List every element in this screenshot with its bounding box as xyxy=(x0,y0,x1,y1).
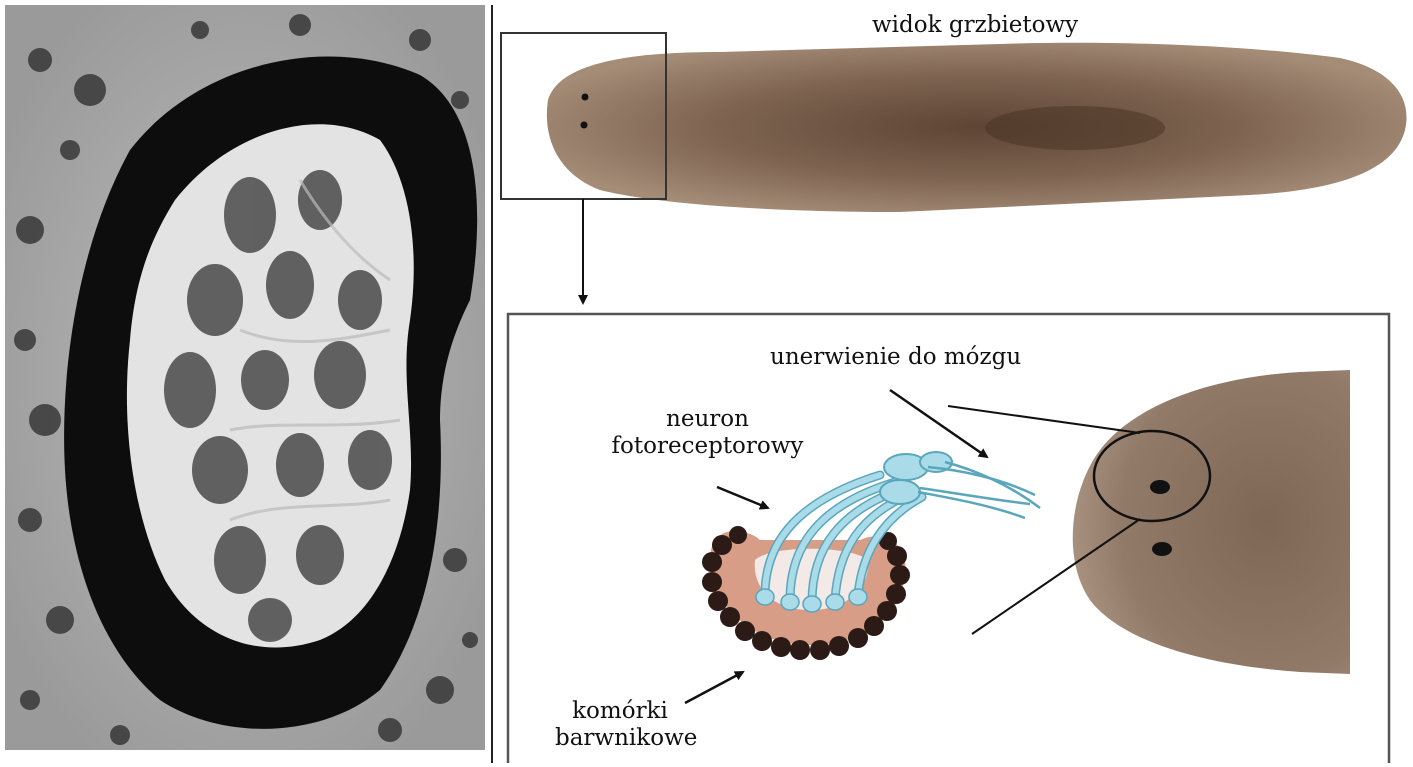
head-eyespot-upper xyxy=(1150,480,1170,494)
neuron-label-line1: neuron xyxy=(600,406,815,433)
pigment-arrow xyxy=(685,672,743,703)
innervation-label: unerwienie do mózgu xyxy=(770,344,1021,371)
zoom-line-upper xyxy=(948,406,1140,433)
pigment-label-line2: barwnikowe xyxy=(555,725,685,752)
innervation-arrow xyxy=(890,390,987,457)
dorsal-view-label: widok grzbietowy xyxy=(872,12,1078,39)
pigment-label-line1: komórki xyxy=(555,698,685,725)
neuron-arrow xyxy=(717,487,768,508)
planarian-body xyxy=(547,43,1407,212)
planarian-gut-shadow xyxy=(985,106,1165,150)
eyespot-lower xyxy=(581,122,588,129)
head-eyespot-lower xyxy=(1152,542,1172,556)
inset-panel xyxy=(508,314,1389,763)
eyespot-diagram xyxy=(702,452,1040,660)
eyespot-upper xyxy=(582,94,589,101)
planarian-dorsal-view xyxy=(501,33,1406,303)
planarian-head-enlarged xyxy=(1073,370,1350,674)
neuron-label-line2: fotoreceptorowy xyxy=(600,433,815,460)
micrograph-panel xyxy=(5,5,485,750)
pigment-label: komórki barwnikowe xyxy=(555,698,685,752)
neuron-label: neuron fotoreceptorowy xyxy=(600,406,815,460)
